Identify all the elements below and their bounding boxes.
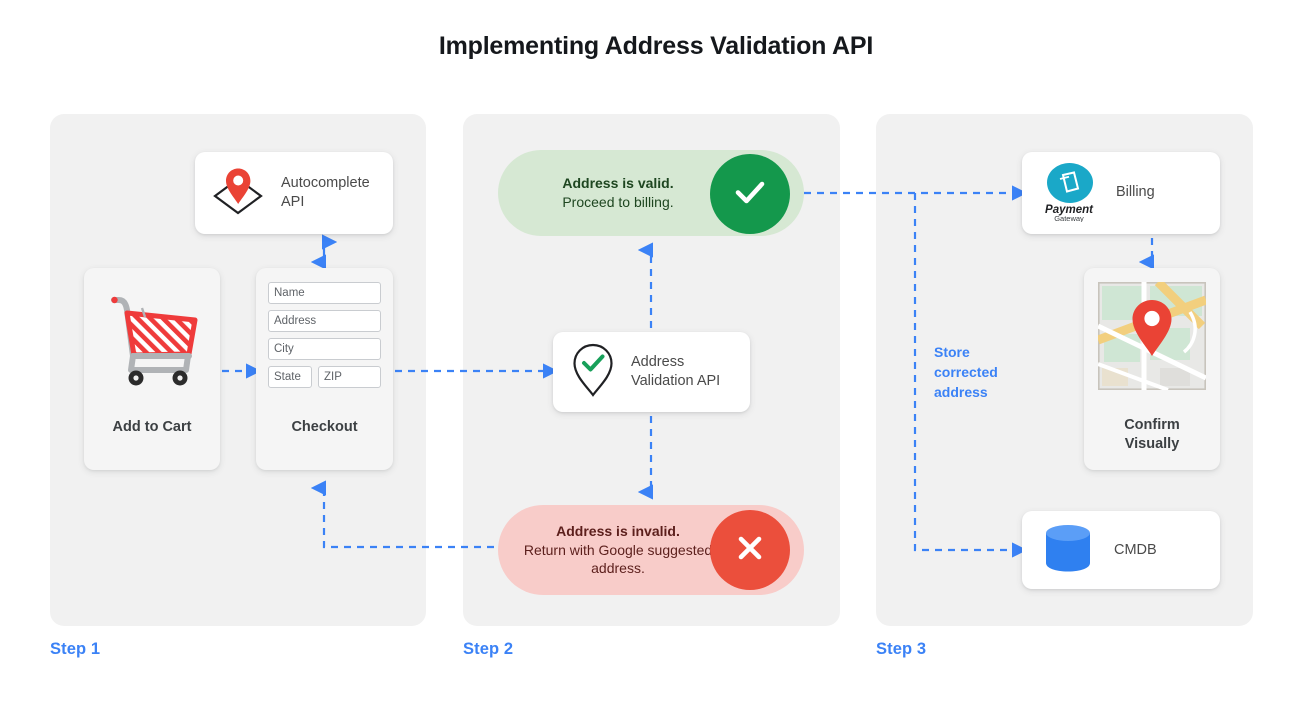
address-invalid-text: Address is invalid. Return with Google s… <box>523 522 713 577</box>
step1-label: Step 1 <box>50 640 101 658</box>
address-valid-text: Address is valid. Proceed to billing. <box>562 175 674 210</box>
page-title: Implementing Address Validation API <box>438 32 874 60</box>
valid-status-badge <box>710 154 790 234</box>
checkmark-icon <box>728 170 772 219</box>
billing-card[interactable]: Payment Gateway Billing <box>1022 152 1220 234</box>
map-pin-diamond-icon <box>209 165 267 222</box>
store-corrected-address-note: Store corrected address <box>934 344 998 400</box>
zip-field[interactable]: ZIP <box>318 366 381 388</box>
cmdb-label: CMDB <box>1114 542 1157 558</box>
checkout-label: Checkout <box>291 419 358 435</box>
map-thumbnail-icon <box>1096 278 1208 392</box>
cmdb-card[interactable]: CMDB <box>1022 511 1220 589</box>
city-field[interactable]: City <box>268 338 381 360</box>
pin-check-icon <box>567 341 619 404</box>
svg-text:Gateway: Gateway <box>1054 214 1084 222</box>
add-to-cart-label: Add to Cart <box>112 419 192 435</box>
state-field[interactable]: State <box>268 366 312 388</box>
database-icon <box>1042 523 1094 578</box>
confirm-visually-card[interactable]: Confirm Visually <box>1084 268 1220 470</box>
step2-label: Step 2 <box>463 640 514 658</box>
address-validation-api-label: Address Validation API <box>631 353 721 389</box>
step3-label: Step 3 <box>876 640 927 658</box>
address-field[interactable]: Address <box>268 310 381 332</box>
autocomplete-api-label: Autocomplete API <box>281 174 370 210</box>
invalid-status-badge <box>710 510 790 590</box>
autocomplete-api-card[interactable]: Autocomplete API <box>195 152 393 234</box>
checkout-card[interactable]: Name Address City State ZIP Checkout <box>256 268 393 470</box>
name-field[interactable]: Name <box>268 282 381 304</box>
add-to-cart-card[interactable]: Add to Cart <box>84 268 220 470</box>
shopping-cart-icon <box>100 284 204 393</box>
address-validation-api-card[interactable]: Address Validation API <box>553 332 750 412</box>
billing-label: Billing <box>1116 184 1155 201</box>
state-zip-row: State ZIP <box>268 366 381 388</box>
close-x-icon <box>728 526 772 575</box>
confirm-visually-label: Confirm Visually <box>1124 417 1180 452</box>
payment-gateway-logo: Payment Gateway <box>1036 160 1102 227</box>
svg-text:Payment: Payment <box>1045 204 1094 216</box>
